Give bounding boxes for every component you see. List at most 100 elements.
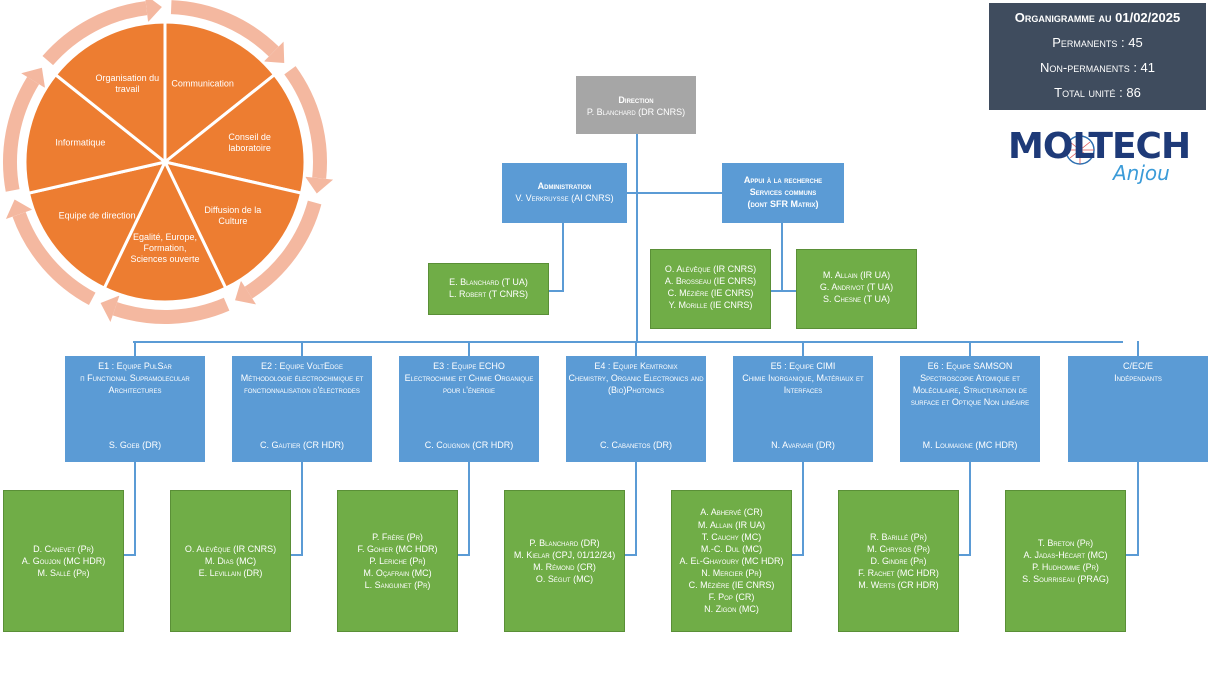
ring-arrow-head <box>5 199 33 220</box>
wheel-slice <box>163 20 277 166</box>
member: M.-C. Dul (MC) <box>700 543 763 554</box>
wheel-slice-label: Diffusion de la Culture <box>204 204 262 227</box>
ring-arrow-segment <box>12 211 96 306</box>
wheel-slice-label: Egalité, Europe, Formation, Sciences ouv… <box>130 231 200 265</box>
team-head: E3 : Equipe ECHO <box>433 361 505 371</box>
administration-box: Administration V. Verkruysse (AI CNRS) <box>502 163 627 223</box>
member: L. Robert (T CNRS) <box>449 289 528 300</box>
member: O. Alévêque (IR CNRS) <box>184 543 277 554</box>
wheel-slice-label: Conseil de laboratoire <box>228 131 271 153</box>
member: P. Blanchard (DR) <box>529 537 600 548</box>
logo-sub: Anjou <box>1113 161 1170 185</box>
member: E. Blanchard (T UA) <box>449 277 528 287</box>
connector <box>301 462 303 555</box>
member: M. Dias (MC) <box>204 555 257 566</box>
team-lead: S. Goeb (DR) <box>108 439 162 450</box>
member: R. Barillé (Pr) <box>869 531 927 542</box>
member: F. Rachet (MC HDR) <box>858 568 939 579</box>
member: A. Brosseau (IE CNRS) <box>664 276 757 287</box>
team-head: E1 : Equipe PulSar <box>98 361 172 371</box>
connector <box>301 341 303 356</box>
member: S. Sourriseau (PRAG) <box>1022 574 1109 585</box>
team-sub: π Functional Supramolecular Architecture… <box>80 373 190 396</box>
connector <box>1137 462 1139 555</box>
wheel-ring <box>3 0 334 324</box>
member: M. Sallé (Pr) <box>37 568 90 579</box>
connector <box>133 341 1123 343</box>
connector <box>1126 554 1139 556</box>
ring-arrow-segment <box>170 0 279 57</box>
wheel-slices <box>23 20 307 304</box>
team-box: E1 : Equipe PulSar π Functional Supramole… <box>65 356 205 462</box>
member: T. Cauchy (MC) <box>701 531 762 542</box>
permanents-count: Permanents : 45 <box>1052 35 1143 50</box>
team-head: C/EC/E <box>1122 361 1153 371</box>
wheel-slice <box>102 158 228 304</box>
appui-members-right: M. Allain (IR UA) G. Andrivot (T UA) S. … <box>796 249 917 329</box>
connector <box>969 341 971 356</box>
member: O. Alévêque (IR CNRS) <box>664 264 757 274</box>
wheel-slice <box>23 72 169 195</box>
team-box: E3 : Equipe ECHO Electrochimie et Chimie … <box>399 356 539 462</box>
team-lead: C. Cougnon (CR HDR) <box>424 439 514 450</box>
member: M. Rémond (CR) <box>533 562 596 572</box>
member: A. Abhervé (CR) <box>700 507 763 518</box>
non-permanents-count: Non-permanents : 41 <box>1039 60 1156 75</box>
wheel-slice <box>53 20 167 166</box>
direction-title: Direction <box>618 95 654 105</box>
connector <box>291 554 303 556</box>
wheel-slice-label: Communication <box>171 78 234 89</box>
ring-arrow-segment <box>112 297 230 324</box>
member: D. Canevet (Pr) <box>33 543 94 554</box>
ring-arrow-segment <box>284 66 327 179</box>
connector <box>468 341 470 356</box>
team-sub: Electrochimie et Chimie Organique pour l… <box>404 373 534 396</box>
team-members: P. Frère (Pr)F. Gohier (MC HDR)P. Lerich… <box>337 490 458 632</box>
ring-arrow-head <box>21 67 46 88</box>
member: M. Allain (IR UA) <box>697 519 766 530</box>
team-sub: Chimie Inorganique, Matériaux et Interfa… <box>742 373 864 396</box>
wheel-slice <box>26 159 168 291</box>
moltech-logo: MOLTECH Anjou <box>1008 125 1198 190</box>
team-members: D. Canevet (Pr)A. Goujon (MC HDR)M. Sall… <box>3 490 124 632</box>
team-members: R. Barillé (Pr)M. Chrysos (Pr)D. Gindre … <box>838 490 959 632</box>
team-head: E6 : Equipe SAMSON <box>927 361 1013 371</box>
appui-members-left: O. Alévêque (IR CNRS) A. Brosseau (IE CN… <box>650 249 771 329</box>
team-lead: C. Cabanetos (DR) <box>599 439 673 450</box>
appui-box: Appui à la recherche Services communs (d… <box>722 163 844 223</box>
summary-panel: Organigramme au 01/02/2025 Permanents : … <box>989 3 1206 110</box>
ring-arrow-head <box>145 0 162 23</box>
member: F. Gohier (MC HDR) <box>357 543 438 554</box>
member: C. Mézière (IE CNRS) <box>688 580 775 591</box>
member: F. Pop (CR) <box>708 592 755 603</box>
ring-arrow-head <box>235 280 257 305</box>
direction-name: P. Blanchard (DR CNRS) <box>586 107 686 118</box>
member: M. Werts (CR HDR) <box>858 580 939 591</box>
total-count: Total unité : 86 <box>1054 85 1141 100</box>
team-head: E4 : Equipe Kemtronix <box>594 361 678 371</box>
member: C. Mézière (IE CNRS) <box>667 288 754 299</box>
team-head: E5 : Equipe CIMI <box>770 361 836 371</box>
connector <box>959 554 971 556</box>
connector <box>134 341 136 356</box>
direction-box: Direction P. Blanchard (DR CNRS) <box>576 76 696 134</box>
team-members: O. Alévêque (IR CNRS)M. Dias (MC)E. Levi… <box>170 490 291 632</box>
member: M. Kielar (CPJ, 01/12/24) <box>513 549 616 560</box>
logo-main: MOLTECH <box>1008 126 1191 167</box>
team-lead: C. Gautier (CR HDR) <box>260 439 344 450</box>
wheel-slice <box>161 72 307 195</box>
connector <box>458 554 470 556</box>
member: P. Frère (Pr) <box>372 531 423 542</box>
connector <box>1137 341 1139 356</box>
connector <box>548 290 564 292</box>
connector <box>636 134 638 342</box>
member: M. Chrysos (Pr) <box>866 543 931 554</box>
team-members: A. Abhervé (CR)M. Allain (IR UA)T. Cauch… <box>671 490 792 632</box>
connector <box>468 462 470 555</box>
member: D. Gindre (Pr) <box>870 555 927 566</box>
appui-title3: (dont SFR Matrix) <box>747 199 819 210</box>
connector <box>635 341 637 356</box>
connector <box>802 462 804 555</box>
wheel-slice-label: Equipe de direction <box>58 210 136 221</box>
